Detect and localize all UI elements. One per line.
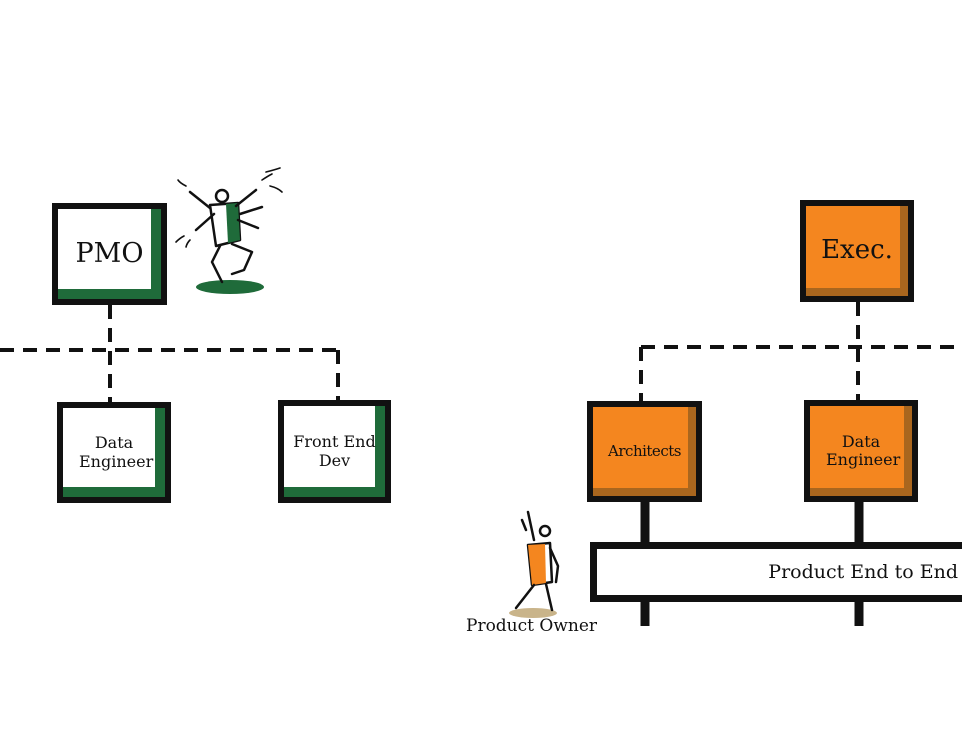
dancing-figure-icon [175,167,283,294]
right-dashed-connectors [639,302,962,401]
pmo-label: PMO [75,238,144,270]
product-owner-label: Product Owner [466,616,598,636]
product-end-to-end-label: Product End to End [768,561,958,583]
data-engineer-label-right: Data Engineer [826,431,901,469]
exec-label: Exec. [821,235,893,266]
exec-box: Exec. [800,200,914,302]
front-end-dev-label: Front End Dev [293,432,376,470]
product-owner-figure-icon [509,510,560,618]
product-end-to-end-bar: Product End to End [590,542,962,602]
architects-box: Architects [587,401,702,502]
data-engineer-box-right: Data Engineer [804,400,918,502]
pmo-box: PMO [52,203,167,305]
architects-label: Architects [608,441,681,460]
left-dashed-connectors [0,305,340,402]
data-engineer-label-left: Data Engineer [79,433,154,471]
data-engineer-box-left: Data Engineer [57,402,171,503]
front-end-dev-box: Front End Dev [278,400,391,503]
